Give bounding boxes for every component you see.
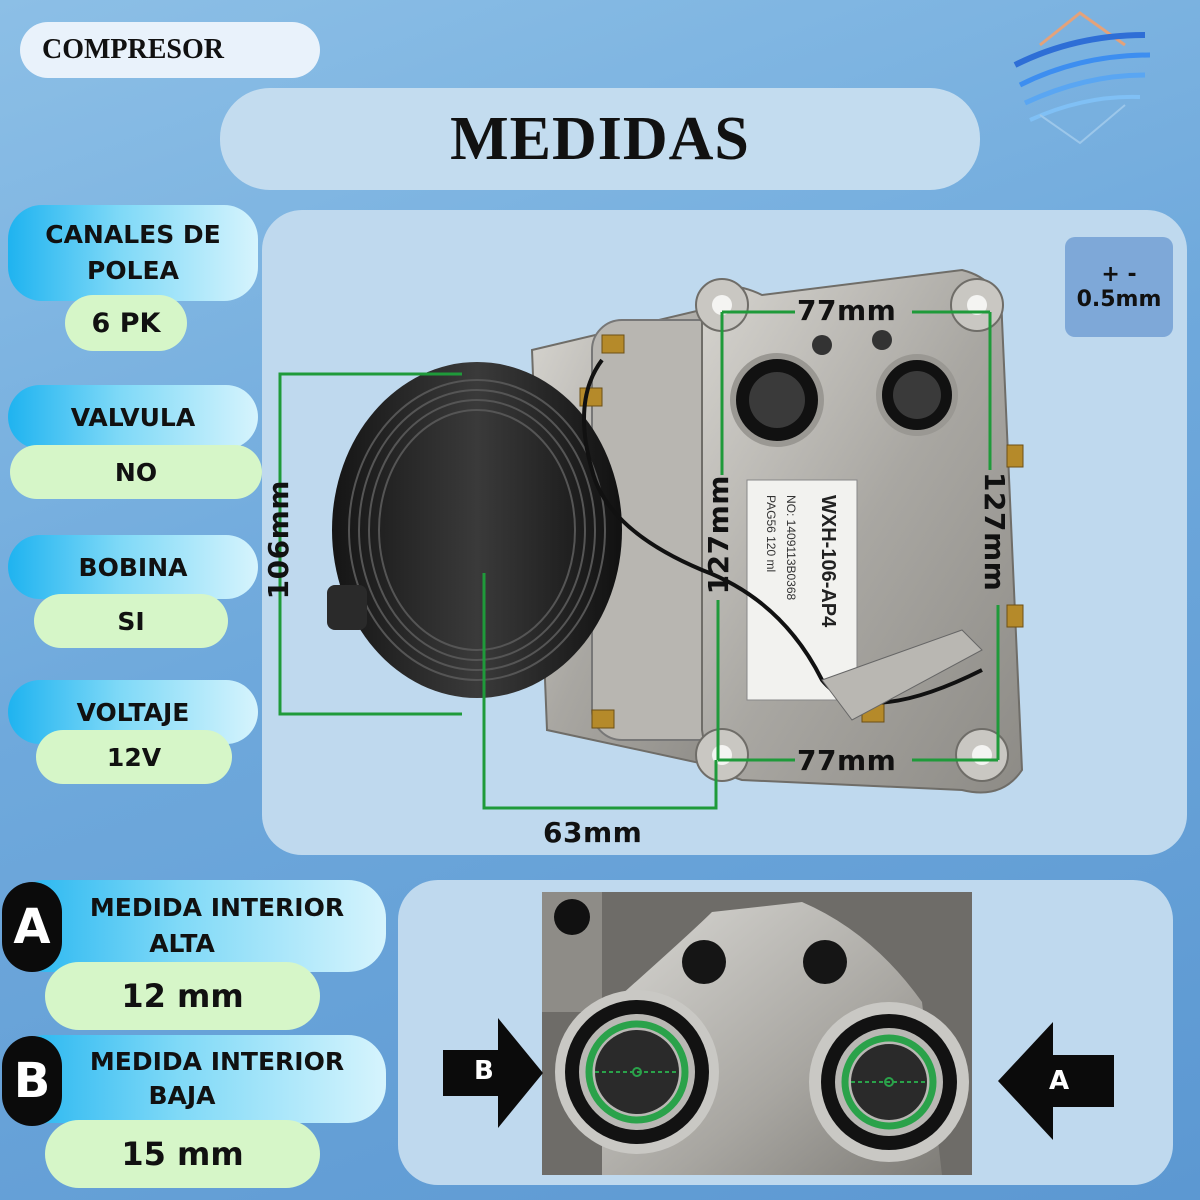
port-b-value-text: 15 mm [121,1135,244,1173]
spec-value-text: SI [117,606,145,636]
port-b-letter-badge: B [2,1036,62,1126]
spec-label-coil: BOBINA [8,535,258,599]
port-b-letter: B [13,1053,51,1109]
spec-value-voltage: 12V [36,730,232,784]
port-a-value-text: 12 mm [121,977,244,1015]
dimension-pulley-height: 106mm [262,480,295,600]
spec-label-text: CANALES DE POLEA [45,220,221,285]
dimension-left-height: 127mm [702,475,735,595]
tolerance-value: 0.5mm [1076,287,1162,312]
brand-logo [1005,5,1165,145]
spec-value-text: 12V [106,742,162,772]
arrow-b-label: B [474,1056,494,1086]
port-b-label-line1: MEDIDA INTERIOR [89,1047,345,1076]
spec-label-text: VOLTAJE [76,697,190,727]
spec-value-coil: SI [34,594,228,648]
spec-value-text: 6 PK [91,307,161,339]
spec-label-text: BOBINA [78,552,188,582]
category-badge: COMPRESOR [20,22,320,78]
dimension-top-width: 77mm [797,294,897,327]
port-a-label-line2: ALTA [149,929,215,958]
spec-value-text: NO [114,457,158,487]
port-detail-image [542,892,972,1175]
title-banner: MEDIDAS [220,88,980,190]
port-b-label: MEDIDA INTERIOR BAJA [8,1035,386,1123]
tolerance-sign: + - [1101,262,1137,287]
port-b-label-line2: BAJA [148,1081,216,1110]
dimension-bottom-width: 77mm [797,744,897,777]
spec-label-text: VALVULA [70,402,196,432]
port-a-letter: A [13,899,51,955]
spec-value-pulley: 6 PK [65,295,187,351]
port-a-letter-badge: A [2,882,62,972]
arrow-b-icon [443,1018,543,1128]
port-a-value: 12 mm [45,962,320,1030]
tolerance-badge: + - 0.5mm [1065,237,1173,337]
spec-label-pulley: CANALES DE POLEA [8,205,258,301]
port-b-value: 15 mm [45,1120,320,1188]
page-title: MEDIDAS [450,104,750,173]
dimension-depth: 63mm [543,816,643,849]
port-a-label-line1: MEDIDA INTERIOR [89,893,345,922]
spec-value-valve: NO [10,445,262,499]
compressor-image: WXH-106-AP4 NO: 1409113B0368 PAG56 120 m… [327,268,1024,794]
model-label: WXH-106-AP4 [817,495,839,628]
port-a-label: MEDIDA INTERIOR ALTA [8,880,386,972]
spec-label-valve: VALVULA [8,385,258,449]
label-line1: NO: 1409113B0368 [784,495,798,601]
arrow-a-label: A [1049,1066,1070,1096]
label-line2: PAG56 120 ml [764,495,778,572]
arrow-a-icon [998,1022,1114,1140]
dimension-right-height: 127mm [978,472,1011,592]
category-text: COMPRESOR [42,34,224,65]
